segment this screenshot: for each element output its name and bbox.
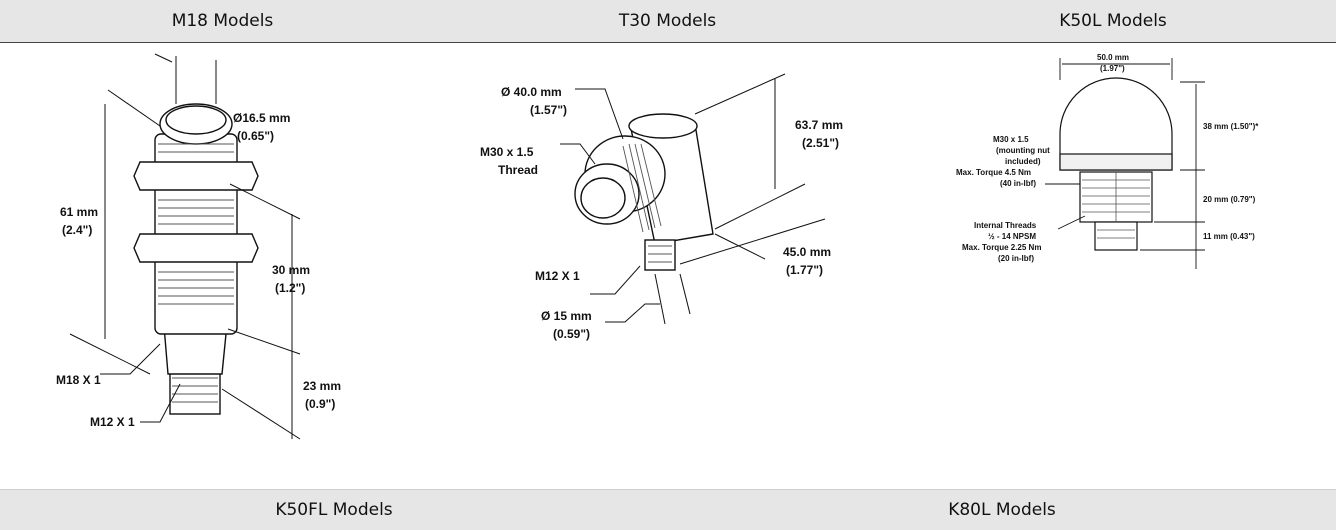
k50l-mount-torque-inch-label: (40 in-lbf): [1000, 179, 1036, 188]
t30-connector-diameter-label: Ø 15 mm: [541, 309, 592, 323]
m18-length-inch-label: (2.4"): [62, 223, 92, 237]
k50l-width-inch-label: (1.97"): [1100, 64, 1125, 73]
header-k50l-models: K50L Models: [890, 0, 1336, 43]
k50l-connector-height-label: 11 mm (0.43"): [1203, 232, 1255, 241]
m18-drawing-panel: Ø16.5 mm (0.65") 61 mm (2.4") 30 mm (1.2…: [0, 44, 445, 484]
t30-height-label: 63.7 mm: [795, 118, 843, 132]
t30-height-inch-label: (2.51"): [802, 136, 839, 150]
t30-drawing-panel: Ø 40.0 mm (1.57") 63.7 mm (2.51") M30 x …: [445, 44, 890, 484]
t30-diameter-label: Ø 40.0 mm: [501, 85, 562, 99]
t30-diameter-inch-label: (1.57"): [530, 103, 567, 117]
k50l-internal-torque-inch-label: (20 in-lbf): [998, 254, 1034, 263]
t30-thread-size-label: M30 x 1.5: [480, 145, 534, 159]
m18-length-label: 61 mm: [60, 205, 98, 219]
k50l-dimension-drawing: 50.0 mm (1.97") 38 mm (1.50")* M30 x 1.5…: [956, 53, 1259, 269]
m18-thread-length-inch-label: (1.2"): [275, 281, 305, 295]
k50l-mount-included-label: included): [1005, 157, 1041, 166]
t30-connector-label: M12 X 1: [535, 269, 580, 283]
t30-depth-label: 45.0 mm: [783, 245, 831, 259]
k50l-mount-nut-label: (mounting nut: [996, 146, 1050, 155]
t30-dimension-drawing: Ø 40.0 mm (1.57") 63.7 mm (2.51") M30 x …: [480, 73, 843, 341]
m18-dimension-drawing: Ø16.5 mm (0.65") 61 mm (2.4") 30 mm (1.2…: [56, 53, 341, 440]
k50l-drawing-panel: 50.0 mm (1.97") 38 mm (1.50")* M30 x 1.5…: [890, 44, 1336, 484]
t30-thread-label: Thread: [498, 163, 538, 177]
m18-diameter-inch-label: (0.65"): [237, 129, 274, 143]
k50l-mount-torque-label: Max. Torque 4.5 Nm: [956, 168, 1031, 177]
k50l-base-height-label: 20 mm (0.79"): [1203, 195, 1256, 204]
t30-connector-diameter-inch-label: (0.59"): [553, 327, 590, 341]
m18-thread-length-label: 30 mm: [272, 263, 310, 277]
k50l-mount-thread-label: M30 x 1.5: [993, 135, 1029, 144]
m18-connector-length-inch-label: (0.9"): [305, 397, 335, 411]
m18-connector-length-label: 23 mm: [303, 379, 341, 393]
m18-thread-m12-label: M12 X 1: [90, 415, 135, 429]
k50l-internal-torque-label: Max. Torque 2.25 Nm: [962, 243, 1041, 252]
k50l-width-label: 50.0 mm: [1097, 53, 1129, 62]
header-k50fl-models: K50FL Models: [0, 489, 668, 530]
header-k80l-models: K80L Models: [668, 489, 1336, 530]
header-t30-models: T30 Models: [445, 0, 890, 43]
header-m18-models: M18 Models: [0, 0, 445, 43]
k50l-internal-threads-label: Internal Threads: [974, 221, 1037, 230]
k50l-npsm-label: ½ - 14 NPSM: [988, 232, 1036, 241]
m18-diameter-label: Ø16.5 mm: [233, 111, 290, 125]
k50l-dome-height-label: 38 mm (1.50")*: [1203, 122, 1259, 131]
t30-depth-inch-label: (1.77"): [786, 263, 823, 277]
m18-thread-m18-label: M18 X 1: [56, 373, 101, 387]
